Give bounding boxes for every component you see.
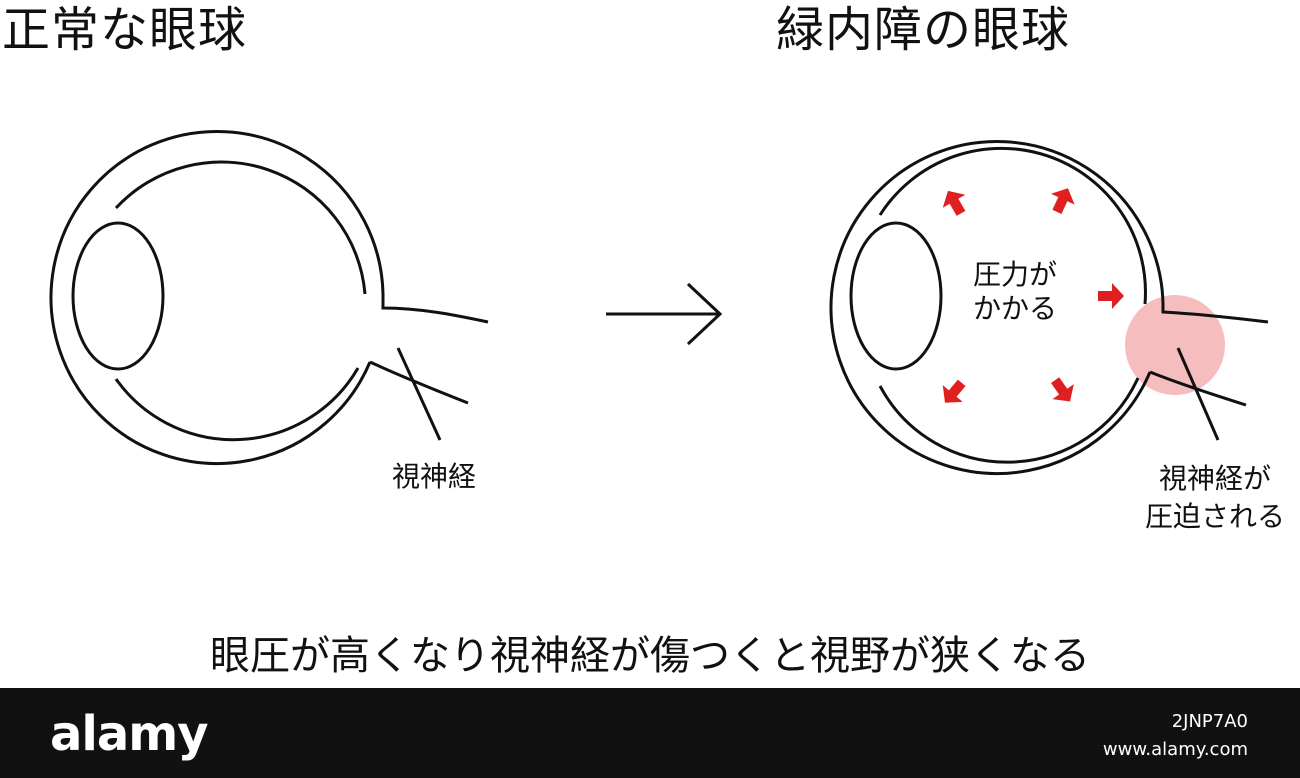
eye-diagram (49, 130, 1269, 476)
site-url: www.alamy.com (1102, 739, 1248, 760)
compressed-label-line2: 圧迫される (1144, 500, 1285, 533)
compressed-nerve-label: 視神経が 圧迫される (1140, 460, 1290, 536)
normal-eye-title: 正常な眼球 (2, 2, 248, 58)
glaucoma-eyeball (829, 140, 1269, 476)
pressure-arrow-up-right (1051, 188, 1075, 214)
glaucoma-eyeball-inner-bottom (878, 377, 1140, 464)
brand-logo: alamy (50, 706, 209, 762)
pressure-arrow-down-left (942, 379, 966, 403)
normal-optic-nerve-bottom (369, 360, 469, 405)
glaucoma-optic-nerve-bottom (1149, 370, 1247, 407)
compressed-label-line1: 視神経が (1158, 462, 1271, 495)
normal-eyeball-inner (114, 160, 367, 295)
pressure-label: 圧力が かかる (960, 258, 1070, 325)
normal-eyeball-inner-bottom (114, 367, 360, 442)
normal-eyeball-outer (49, 130, 385, 466)
diagram-caption: 眼圧が高くなり視神経が傷つくと視野が狭くなる (210, 633, 1090, 679)
glaucoma-eye-title: 緑内障の眼球 (776, 2, 1071, 58)
image-id: 2JNP7A0 (1171, 711, 1248, 732)
glaucoma-lens (849, 221, 943, 371)
pressure-label-line2: かかる (972, 291, 1057, 325)
normal-lens (71, 221, 165, 371)
watermark-footer: alamy 2JNP7A0 www.alamy.com (0, 688, 1300, 778)
glaucoma-optic-nerve-top (1161, 304, 1269, 324)
pressure-arrow-up-left (942, 190, 966, 216)
normal-optic-nerve-top (381, 294, 489, 324)
footer-info: 2JNP7A0 www.alamy.com (1103, 708, 1248, 764)
normal-nerve-leader-line (396, 347, 442, 441)
transition-arrow (606, 282, 723, 346)
pressure-arrow-down-right (1051, 377, 1074, 402)
glaucoma-nerve-leader-line (1176, 347, 1220, 441)
pressure-arrow-right (1098, 283, 1124, 309)
pressure-label-line1: 圧力が (972, 258, 1057, 291)
normal-eyeball (49, 130, 489, 466)
glaucoma-eyeball-outer (829, 140, 1165, 476)
glaucoma-eyeball-inner (878, 146, 1147, 305)
optic-nerve-label: 視神経 (392, 460, 477, 493)
compression-highlight (1125, 295, 1225, 395)
